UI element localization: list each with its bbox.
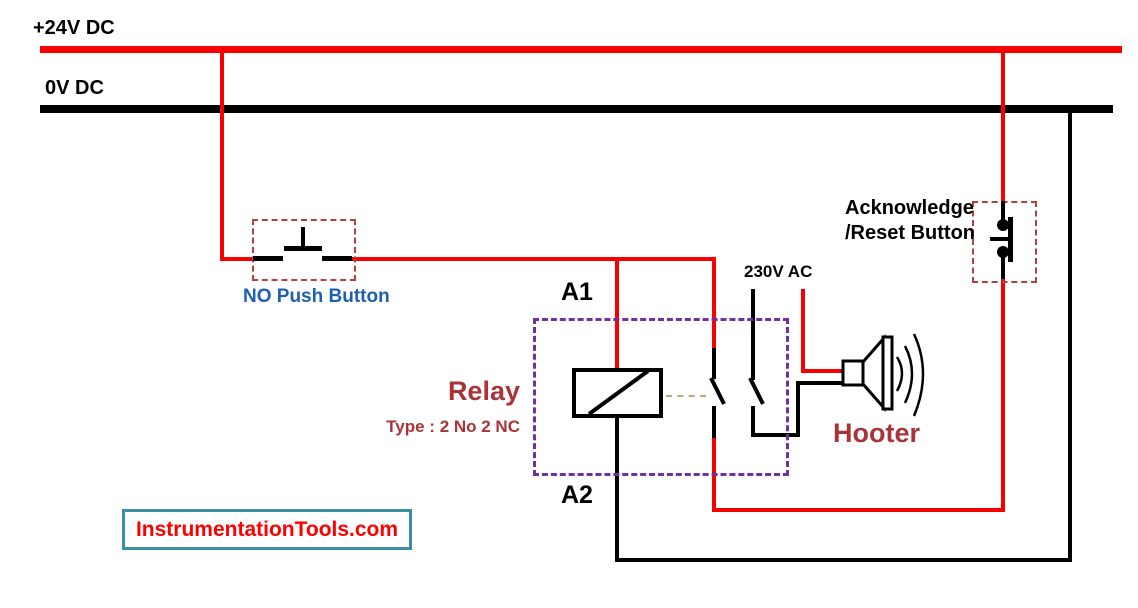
ack-reset-button-top-lead <box>1001 201 1005 223</box>
ack-reset-button-actuator <box>990 237 1009 241</box>
wire-black-230v-stub <box>751 289 755 380</box>
wire-black-no-contact-upper <box>712 348 716 379</box>
supply-230v-label: 230V AC <box>744 262 813 281</box>
sound-wave-2 <box>903 345 914 404</box>
watermark-box: InstrumentationTools.com <box>122 509 412 550</box>
relay-terminal-a1-label: A1 <box>561 278 593 306</box>
bus-0v-label: 0V DC <box>45 77 104 99</box>
no-push-button-label: NO Push Button <box>243 286 390 307</box>
speaker-cone <box>861 334 886 412</box>
speaker-diaphragm <box>881 335 894 411</box>
wire-black-hooter-riser <box>796 381 800 437</box>
ack-reset-button-contact-dot-top <box>997 219 1009 231</box>
ack-reset-button-contact-dot-bottom <box>997 246 1009 258</box>
no-push-button-actuator-bar <box>284 246 322 251</box>
ack-reset-button-label: Acknowledge /Reset Button <box>845 196 975 246</box>
sound-wave-3 <box>912 333 925 417</box>
bus-24v-line <box>40 46 1122 53</box>
wire-red-button-to-contact <box>350 257 716 261</box>
wire-black-no-contact-lower <box>712 406 716 438</box>
no-push-button-contact-left <box>253 256 283 261</box>
sound-wave-1 <box>895 356 904 392</box>
wire-red-no-contact-top <box>712 259 716 350</box>
no-push-button-contact-right <box>322 256 352 261</box>
wire-black-to-hooter <box>796 381 847 385</box>
wire-red-to-hooter <box>801 369 847 373</box>
relay-mechanical-link <box>666 395 706 397</box>
ack-reset-button-bottom-lead <box>1001 256 1005 279</box>
wire-black-bottom-horizontal <box>615 558 1072 562</box>
wire-red-coil-a1-drop <box>615 259 619 368</box>
no-push-button-box <box>252 219 356 281</box>
wire-red-left-drop <box>220 49 224 259</box>
relay-terminal-a2-label: A2 <box>561 481 593 509</box>
relay-label: Relay <box>447 376 520 406</box>
no-push-button-actuator-stem <box>301 227 305 248</box>
wire-red-ack-upper-drop <box>1001 49 1005 201</box>
speaker-icon <box>841 334 894 412</box>
hooter-label: Hooter <box>833 418 920 448</box>
wire-red-bottom-horizontal <box>712 508 1005 512</box>
wire-black-nc-bottom-horizontal <box>751 433 800 437</box>
ack-reset-button-label-line1: Acknowledge <box>845 197 974 219</box>
wire-black-right-drop <box>1068 112 1072 562</box>
ack-reset-button-blade <box>1008 217 1013 262</box>
bus-0v-line <box>40 105 1113 113</box>
wire-black-coil-a2-drop <box>615 416 619 562</box>
sound-waves-icon <box>895 333 925 417</box>
relay-type-label: Type : 2 No 2 NC <box>386 417 520 436</box>
wire-red-ack-lower-drop <box>1001 279 1005 512</box>
bus-24v-label: +24V DC <box>33 17 115 39</box>
watermark-text: InstrumentationTools.com <box>135 517 399 541</box>
relay-coil-icon <box>572 368 663 418</box>
wire-black-nc-contact-lower <box>751 406 755 437</box>
wire-red-to-push-button <box>220 257 256 261</box>
wire-red-230v-stub <box>801 289 805 373</box>
ack-reset-button-label-line2: /Reset Button <box>845 222 975 244</box>
relay-boundary-box <box>533 318 789 476</box>
